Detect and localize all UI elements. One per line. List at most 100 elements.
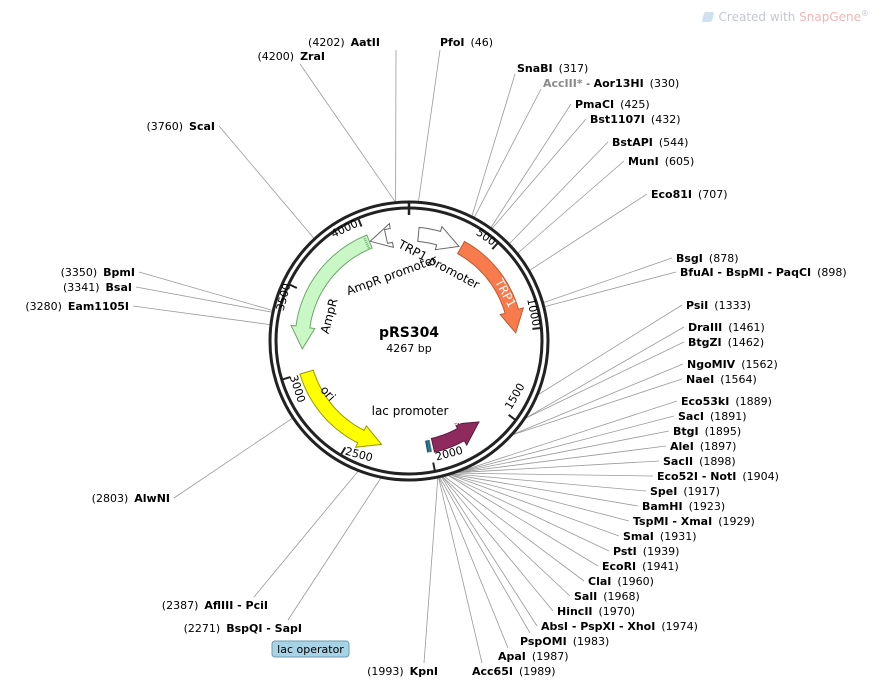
site-leader-line [529,193,648,271]
feature-lac-operator-mark [425,440,430,453]
site-leader-line [441,476,538,627]
site-label-eco81i[interactable]: Eco81I(707) [651,188,728,201]
site-label-bamhi[interactable]: BamHI(1923) [642,500,725,513]
site-label-absi-pspxi-xhoi[interactable]: AbsI - PspXI - XhoI(1974) [541,620,698,633]
ruler-tick [281,376,291,381]
site-label-smai[interactable]: SmaI(1931) [623,530,696,543]
site-leader-line [457,415,675,473]
site-leader-line [442,476,571,597]
ruler-tick [357,217,363,227]
site-leader-line [218,125,315,239]
site-leader-line [543,257,673,303]
site-leader-line [538,304,683,395]
site-label-saci[interactable]: SacI(1891) [678,410,747,423]
site-label-sacii[interactable]: SacII(1898) [663,455,736,468]
site-leader-line [513,363,684,435]
site-leader-line [423,477,439,664]
site-leader-line [456,460,660,474]
site-label-naei[interactable]: NaeI(1564) [686,373,757,386]
snapgene-watermark: Created with SnapGene® [701,9,869,24]
site-leader-line [517,160,625,254]
site-label-bsai[interactable]: (3341)BsaI [63,281,132,294]
ampr-label: AmpR [318,297,341,335]
site-leader-line [471,73,516,217]
site-label-psti[interactable]: PstI(1939) [613,545,679,558]
snapgene-logo-icon [701,12,714,22]
site-label-btgi[interactable]: BtgI(1895) [673,425,741,438]
site-label-pspomi[interactable]: PspOMI(1983) [520,635,609,648]
site-label-ngomiv[interactable]: NgoMIV(1562) [687,358,778,371]
site-leader-lines [132,49,685,664]
site-label-draiii[interactable]: DraIII(1461) [688,321,765,334]
site-leader-line [447,475,599,567]
feature-lacz[interactable] [430,421,480,453]
site-label-clai[interactable]: ClaI(1960) [588,575,654,588]
site-label-alwni[interactable]: (2803)AlwNI [92,492,170,505]
trp1-label: TRP1 [492,275,519,309]
site-leader-line [490,103,572,228]
site-leader-line [287,477,382,621]
feature-ori[interactable] [299,369,383,448]
site-label-apai[interactable]: ApaI(1987) [498,650,568,663]
ampr-promoter-label: AmpR promoter [344,252,438,298]
site-label-psii[interactable]: PsiI(1333) [686,299,751,312]
site-label-ecori[interactable]: EcoRI(1941) [602,560,679,573]
site-leader-line [299,63,396,202]
site-label-eco52i-noti[interactable]: Eco52I - NotI(1904) [657,470,779,483]
site-label-btgzi[interactable]: BtgZI(1462) [688,336,764,349]
ruler-tick-label: 1000 [524,297,543,327]
site-label-bspqi-sapi[interactable]: (2271)BspQI - SapI [184,622,302,635]
feature-trp1-promoter[interactable] [417,225,460,251]
site-label-bsgi[interactable]: BsgI(878) [676,252,739,265]
site-label-kpni[interactable]: (1993)KpnI [367,665,438,678]
feature-ampr-stripe [364,236,370,249]
site-label-hincii[interactable]: HincII(1970) [557,605,635,618]
plasmid-name: pRS304 [379,325,439,341]
lac-promoter-label: lac promoter [372,404,449,418]
lac-operator-badge[interactable]: lac operator [271,640,350,658]
lac-operator-label: lac operator [277,643,344,656]
site-label-sali[interactable]: SalI(1968) [574,590,640,603]
site-label-pmaci[interactable]: PmaCI(425) [575,98,650,111]
site-leader-line [456,445,667,473]
site-label-eam1105i[interactable]: (3280)Eam1105I [25,300,129,313]
site-label-snabi[interactable]: SnaBI(317) [517,62,588,75]
feature-ampr-stripe [363,237,369,249]
site-label-alei[interactable]: AleI(1897) [670,440,736,453]
site-leader-line [457,430,670,473]
site-label-bpmi[interactable]: (3350)BpmI [61,266,135,279]
site-leader-line [455,472,654,477]
site-label-bstapi[interactable]: BstAPI(544) [612,136,688,149]
ruler-tick [432,462,436,472]
site-label-afliii-pcii[interactable]: (2387)AflIII - PciI [162,599,268,612]
site-leader-line [438,477,483,664]
feature-trp1[interactable] [456,240,525,334]
feature-ampr-promoter[interactable] [369,222,395,248]
site-label-bst1107i[interactable]: Bst1107I(432) [590,113,681,126]
watermark-mark: ® [861,9,869,18]
ruler-tick [288,283,298,289]
site-label-muni[interactable]: MunI(605) [628,155,694,168]
site-label-eco53ki[interactable]: Eco53kI(1889) [681,395,772,408]
site-leader-line [458,400,678,473]
site-label-scai[interactable]: (3760)ScaI [146,120,215,133]
ruler-tick [339,446,347,456]
ruler-tick-label: 2500 [344,445,374,465]
watermark-brand: SnapGene [799,10,861,24]
site-label-acciii[interactable]: AccIII* - Aor13HI(330) [543,77,679,90]
site-label-pfoi[interactable]: PfoI(46) [440,36,493,49]
site-label-aatii[interactable]: (4202)AatII [308,36,380,49]
ruler-tick [532,326,542,330]
site-label-zrai[interactable]: (4200)ZraI [258,50,326,63]
site-label-bfuai-bspmi-paqci[interactable]: BfuAI - BspMI - PaqCI(898) [680,266,847,279]
site-leader-line [449,474,620,537]
site-label-acc65i[interactable]: Acc65I(1989) [472,665,556,678]
site-leader-line [451,473,639,507]
ruler-tick [508,414,517,422]
site-label-tspmi-xmai[interactable]: TspMI - XmaI(1929) [633,515,755,528]
plasmid-size: 4267 bp [386,342,431,355]
ruler-tick-label: 3500 [274,282,294,312]
site-leader-line [525,341,685,419]
site-label-spei[interactable]: SpeI(1917) [650,485,720,498]
